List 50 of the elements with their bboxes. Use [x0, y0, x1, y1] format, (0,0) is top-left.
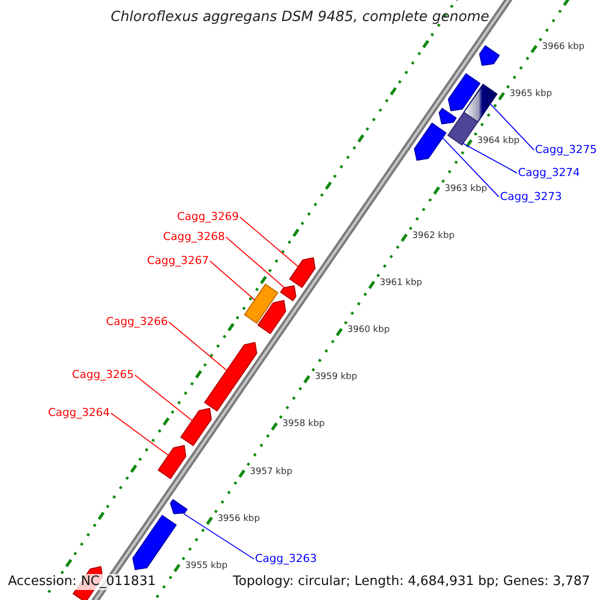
gene-feature — [438, 108, 457, 124]
gene-label: Cagg_3269 — [177, 210, 239, 224]
position-label: 3964 kbp — [477, 135, 520, 148]
gene-block — [447, 112, 478, 146]
leader-line — [183, 513, 254, 560]
leader-line — [134, 374, 193, 422]
gene-feature — [479, 45, 500, 66]
gene-feature — [257, 300, 286, 334]
gene-feature — [132, 514, 177, 570]
gene-label: Cagg_3264 — [48, 406, 110, 420]
position-label: 3963 kbp — [444, 182, 488, 195]
diagram-title: Chloroflexus aggregans DSM 9485, complete genome — [110, 8, 490, 26]
accession-text: Accession: NC_011831 — [6, 574, 158, 590]
position-label: 3957 kbp — [250, 466, 292, 478]
leader-line — [239, 216, 299, 268]
gene-feature — [170, 499, 188, 514]
gene-label: Cagg_3266 — [106, 315, 168, 329]
gene-feature — [414, 122, 446, 161]
leader-line — [168, 322, 228, 371]
gene-label: Cagg_3273 — [500, 190, 562, 204]
position-label: 3959 kbp — [314, 371, 358, 384]
position-label: 3958 kbp — [282, 418, 325, 430]
genome-stats-text: Topology: circular; Length: 4,684,931 bp; Genes: 3,787 — [230, 574, 592, 590]
position-label: 3965 kbp — [510, 88, 552, 100]
position-label: 3961 kbp — [380, 276, 422, 289]
gene-block — [463, 84, 498, 122]
gene-feature — [280, 285, 296, 302]
position-label: 3962 kbp — [412, 230, 455, 242]
gene-label: Cagg_3267 — [147, 254, 209, 268]
gene-feature — [289, 257, 316, 288]
gene-feature — [180, 408, 212, 446]
leader-line — [209, 260, 256, 300]
leader-line — [462, 142, 518, 174]
leader-line — [225, 236, 284, 288]
position-label: 3956 kbp — [217, 512, 260, 525]
position-label: 3955 kbp — [185, 560, 228, 572]
leader-line — [490, 103, 534, 150]
gene-label: Cagg_3268 — [163, 230, 225, 244]
leader-line — [442, 137, 500, 198]
gene-feature — [204, 342, 258, 412]
gene-block — [244, 284, 278, 324]
gene-label: Cagg_3274 — [518, 166, 580, 180]
gene-label: Cagg_3263 — [255, 552, 317, 566]
position-label: 3966 kbp — [542, 41, 584, 54]
gene-label: Cagg_3275 — [535, 143, 597, 157]
leader-line — [110, 412, 169, 456]
gene-label: Cagg_3265 — [72, 368, 134, 382]
position-label: 3960 kbp — [347, 324, 390, 336]
gene-feature — [448, 73, 480, 112]
gene-feature — [158, 445, 186, 480]
